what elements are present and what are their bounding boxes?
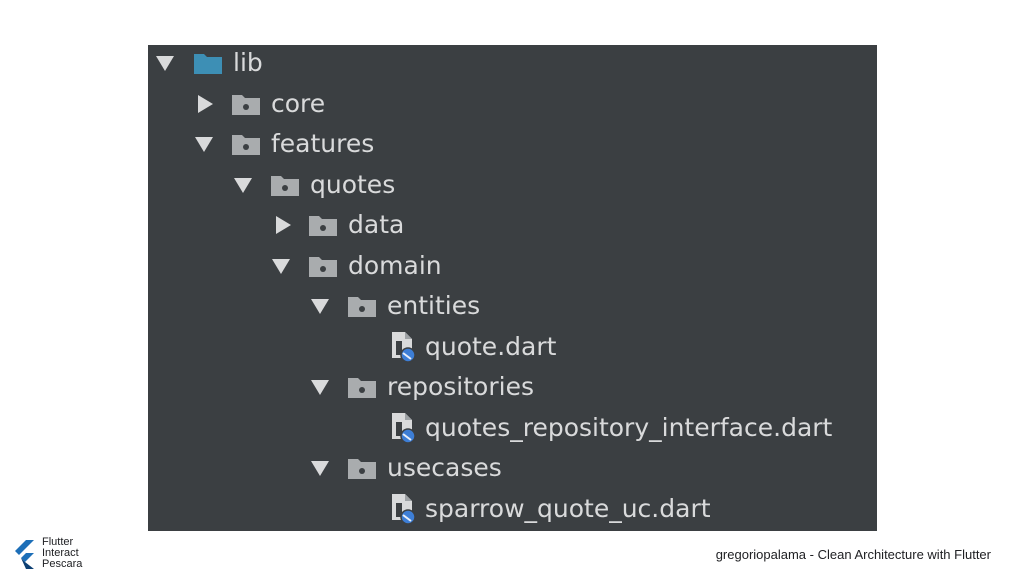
triangle-down-icon[interactable] — [309, 295, 331, 317]
logo-line-pescara: Pescara — [42, 558, 83, 570]
triangle-down-icon[interactable] — [154, 52, 176, 74]
tree-label-quotes: quotes — [310, 170, 396, 199]
triangle-down-icon[interactable] — [193, 133, 215, 155]
tree-label-domain: domain — [348, 251, 442, 280]
triangle-right-icon[interactable] — [194, 93, 216, 115]
tree-row-sparrow-quote-uc-dart[interactable]: sparrow_quote_uc.dart — [148, 489, 877, 529]
tree-label-data: data — [348, 210, 405, 239]
tree-row-quotes-repository-interface-dart[interactable]: quotes_repository_interface.dart — [148, 408, 877, 448]
tree-label-quote-dart: quote.dart — [425, 332, 557, 361]
tree-row-quote-dart[interactable]: quote.dart — [148, 327, 877, 367]
tree-row-usecases[interactable]: usecases — [148, 448, 877, 488]
package-folder-icon — [347, 291, 377, 321]
tree-label-repositories: repositories — [387, 372, 534, 401]
flutter-interact-logo-text: Flutter Interact Pescara — [42, 537, 82, 570]
tree-label-lib: lib — [233, 48, 263, 77]
triangle-down-icon[interactable] — [309, 376, 331, 398]
tree-row-features[interactable]: features — [148, 124, 877, 164]
package-folder-icon — [231, 89, 261, 119]
package-folder-icon — [270, 170, 300, 200]
source-folder-icon — [193, 48, 223, 78]
tree-row-repositories[interactable]: repositories — [148, 367, 877, 407]
dart-file-icon — [388, 494, 418, 525]
package-folder-icon — [347, 453, 377, 483]
flutter-interact-logo: Flutter Interact Pescara — [12, 537, 82, 570]
tree-label-quotes-repository-interface-dart: quotes_repository_interface.dart — [425, 413, 833, 442]
tree-label-sparrow-quote-uc-dart: sparrow_quote_uc.dart — [425, 494, 711, 523]
dart-file-icon — [388, 332, 418, 363]
logo-line-flutter: Flutter — [42, 536, 74, 548]
triangle-right-icon[interactable] — [272, 214, 294, 236]
logo-line-interact: Interact — [42, 547, 79, 559]
tree-label-features: features — [271, 129, 375, 158]
dart-file-icon — [388, 413, 418, 444]
package-folder-icon — [231, 129, 261, 159]
tree-label-entities: entities — [387, 291, 481, 320]
flutter-logo-icon — [15, 539, 34, 569]
tree-row-entities[interactable]: entities — [148, 286, 877, 326]
package-folder-icon — [347, 372, 377, 402]
tree-row-lib[interactable]: lib — [148, 45, 877, 83]
tree-row-data[interactable]: data — [148, 205, 877, 245]
triangle-down-icon[interactable] — [309, 457, 331, 479]
tree-row-domain[interactable]: domain — [148, 246, 877, 286]
package-folder-icon — [308, 210, 338, 240]
footer-credit: gregoriopalama - Clean Architecture with… — [715, 547, 991, 562]
triangle-down-icon[interactable] — [270, 255, 292, 277]
tree-label-usecases: usecases — [387, 453, 502, 482]
triangle-down-icon[interactable] — [232, 174, 254, 196]
tree-row-core[interactable]: core — [148, 84, 877, 124]
package-folder-icon — [308, 251, 338, 281]
project-tree-panel: lib core features quotes — [148, 45, 877, 531]
tree-row-quotes[interactable]: quotes — [148, 165, 877, 205]
tree-label-core: core — [271, 89, 326, 118]
